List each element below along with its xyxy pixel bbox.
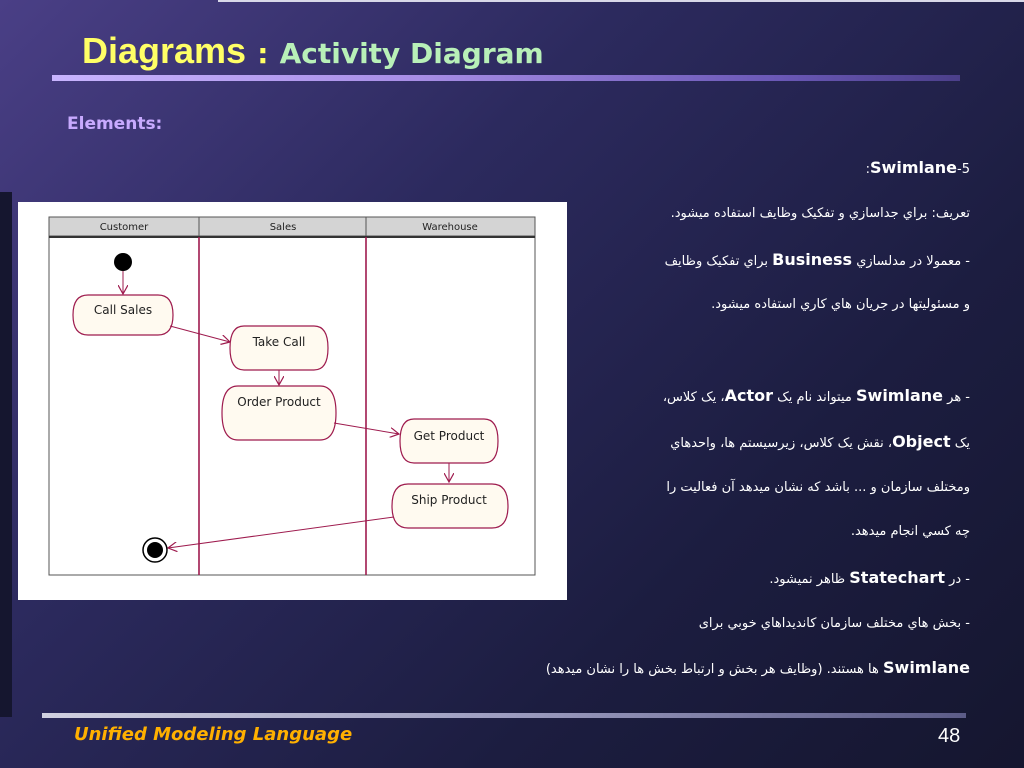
lane-label-warehouse: Warehouse [422, 222, 478, 233]
flow-arrow [169, 325, 230, 342]
text-line-9: - در Statechart ظاهر نميشود. [769, 568, 970, 587]
text-segment: براي تفکيک وظايف [664, 254, 769, 269]
text-line-11: Swimlane ها هستند. (وظايف هر بخش و ارتبا… [546, 658, 970, 677]
activity-label: Ship Product [411, 493, 487, 507]
activity-get-product: Get Product [399, 418, 499, 464]
text-line-1: 5-Swimlane: [866, 158, 970, 177]
activity-label: Call Sales [94, 303, 152, 317]
footer-rule [42, 713, 966, 718]
text-line-5: - هر Swimlane ميتواند نام يک Actor، يک ک… [663, 386, 970, 405]
lane-header-customer: Customer [48, 216, 200, 237]
lane-label-customer: Customer [100, 222, 149, 233]
text-line-8: چه کسي انجام ميدهد. [850, 524, 970, 539]
text-segment: - معمولا در مدلسازي [856, 254, 970, 269]
text-segment: يک [954, 436, 970, 451]
text-segment: ها هستند. (وظايف هر بخش و ارتباط بخش ها … [545, 662, 879, 677]
activity-order-product: Order Product [221, 385, 337, 441]
text-line-3: - معمولا در مدلسازي Business براي تفکيک … [665, 250, 970, 269]
activity-label: Get Product [414, 429, 485, 443]
title-separator: : [257, 37, 269, 70]
text-line-7: ومختلف سازمان و ... باشد که نشان ميدهد آ… [666, 480, 970, 495]
slide-title: Diagrams : Activity Diagram [82, 30, 544, 72]
activity-take-call: Take Call [229, 325, 329, 371]
text-keyword: Swimlane [856, 386, 943, 405]
left-edge-decoration [0, 192, 12, 717]
text-line-4: و مسئوليتها در جريان هاي کاري استفاده مي… [711, 297, 970, 312]
flow-arrow [168, 516, 395, 548]
text-segment: ميتواند نام يک [777, 390, 852, 405]
page-number: 48 [938, 725, 961, 747]
elements-label: Elements: [67, 114, 163, 134]
text-segment: ، نقش يک کلاس، زيرسيستم ها، واحدهاي [670, 436, 893, 451]
text-segment: - هر [947, 390, 970, 405]
text-keyword: Object [892, 432, 951, 451]
initial-node [114, 253, 132, 271]
flow-arrow [333, 422, 399, 434]
lane-header-warehouse: Warehouse [365, 216, 536, 237]
footer-title: Unified Modeling Language [74, 724, 353, 745]
text-line-10: - بخش هاي مختلف سازمان کانديداهاي خوبي ب… [698, 616, 970, 631]
activity-label: Take Call [252, 335, 306, 349]
text-keyword: Swimlane [870, 158, 958, 177]
text-segment: ظاهر نميشود. [769, 572, 846, 587]
text-segment: - در [949, 572, 970, 587]
activity-call-sales: Call Sales [72, 294, 174, 336]
text-segment: 5- [957, 162, 970, 177]
text-line-2: تعريف: براي جداسازي و تفکيک وظايف استفاد… [670, 206, 970, 221]
lane-label-sales: Sales [270, 222, 297, 233]
text-keyword: Swimlane [883, 658, 970, 677]
text-keyword: Actor [724, 386, 773, 405]
activity-label: Order Product [237, 395, 321, 409]
text-segment: : [865, 162, 871, 177]
activity-diagram-svg: Customer Sales Warehouse Call Sales Take… [48, 216, 536, 576]
lane-header-sales: Sales [198, 216, 367, 237]
title-main: Diagrams [82, 30, 247, 71]
final-node [142, 537, 168, 563]
activity-diagram: Customer Sales Warehouse Call Sales Take… [18, 202, 567, 600]
text-keyword: Statechart [849, 568, 945, 587]
text-line-6: يک Object، نقش يک کلاس، زيرسيستم ها، واح… [670, 432, 970, 451]
title-underline [52, 75, 960, 81]
title-subtitle: Activity Diagram [279, 37, 544, 70]
activity-ship-product: Ship Product [391, 483, 509, 529]
top-decoration [218, 0, 1024, 2]
text-segment: ، يک کلاس، [662, 390, 725, 405]
text-keyword: Business [772, 250, 853, 269]
